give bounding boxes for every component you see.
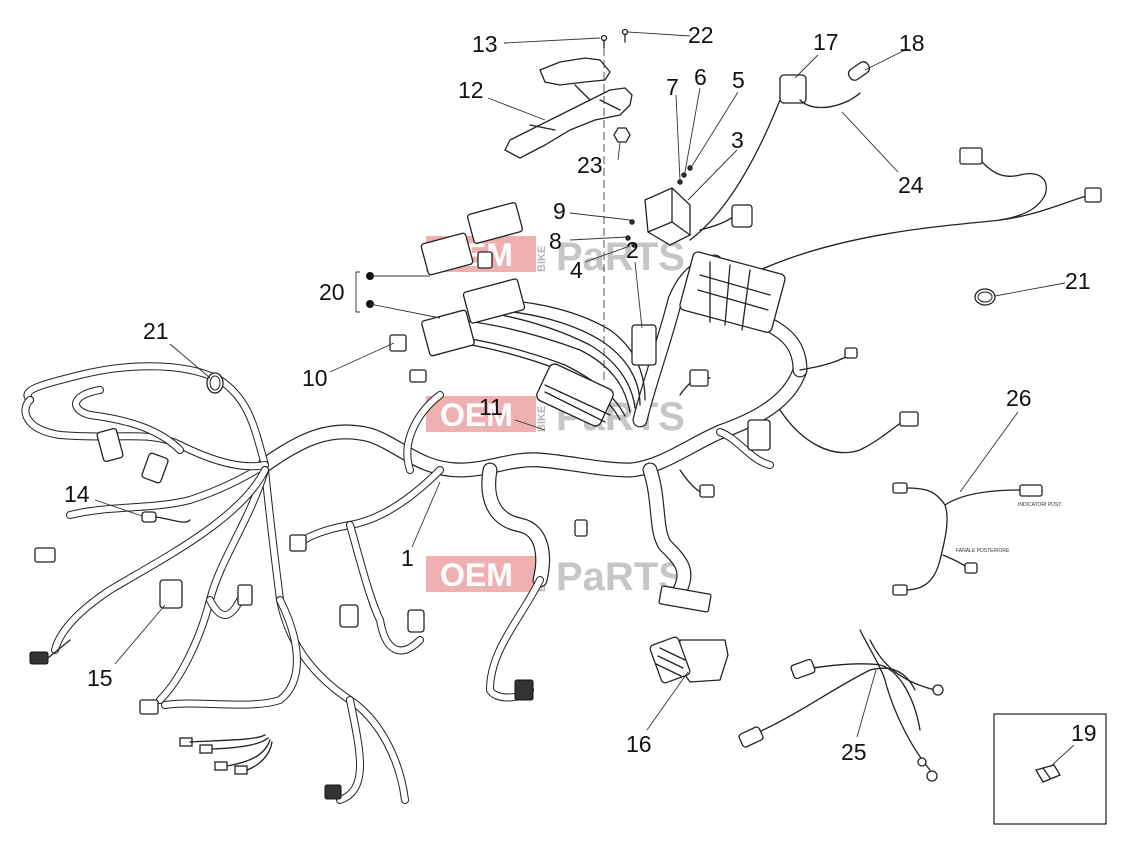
watermark-bike-text: BIKE: [536, 406, 548, 432]
callout-24: 24: [898, 172, 924, 198]
part-26-label-indicators: INDICATORI POST.: [1018, 502, 1062, 508]
callout-12: 12: [458, 77, 484, 103]
part-19-inset: [993, 713, 1107, 825]
watermark-oem-text: OEM: [440, 397, 513, 433]
callout-15: 15: [87, 665, 113, 691]
part-25-sub-harness: [738, 629, 944, 782]
watermark-bottom: OEM BIKE PaRTS: [426, 555, 685, 599]
callout-2: 2: [626, 237, 639, 263]
callout-6: 6: [694, 64, 707, 90]
part-14-sensor: [141, 511, 191, 523]
part-26-label-rear-light: FANALE POSTERIORE: [956, 548, 1010, 554]
callout-13: 13: [472, 31, 498, 57]
callout-18: 18: [899, 30, 925, 56]
part-12-cover-bracket: [504, 57, 633, 159]
watermark-parts-text: PaRTS: [556, 235, 685, 279]
callout-11: 11: [479, 394, 503, 420]
part-17-connector: [779, 74, 807, 104]
callout-21-right: 21: [1065, 268, 1091, 294]
callout-20: 20: [319, 279, 345, 305]
harness-connectors: [29, 147, 1102, 800]
callout-23: 23: [577, 152, 603, 178]
callout-4: 4: [570, 257, 583, 283]
callout-numbers: 1 2 3 4 5 6 7 8 9 10 11 12 13 14 15 16 1…: [64, 22, 1097, 765]
callout-14: 14: [64, 481, 90, 507]
leader-lines: [94, 31, 1075, 768]
callout-5: 5: [732, 67, 745, 93]
clamp-21-right: [974, 288, 996, 306]
watermark-middle: OEM BIKE PaRTS: [426, 395, 685, 439]
callout-22: 22: [688, 22, 714, 48]
callout-25: 25: [841, 739, 867, 765]
watermark-oem-text: OEM: [440, 557, 513, 593]
callout-10: 10: [302, 365, 328, 391]
nut-23: [613, 127, 631, 143]
callout-21-left: 21: [143, 318, 169, 344]
callout-17: 17: [813, 29, 839, 55]
screw-13: [600, 34, 608, 49]
callout-3: 3: [731, 127, 744, 153]
part-24-wire: [799, 92, 861, 109]
part-16-socket: [649, 636, 729, 684]
callout-8: 8: [549, 228, 562, 254]
callout-19: 19: [1071, 720, 1097, 746]
callout-16: 16: [626, 731, 652, 757]
callout-1: 1: [401, 545, 414, 571]
part-18-cap: [847, 61, 871, 81]
callout-9: 9: [553, 198, 566, 224]
screw-22: [621, 28, 629, 43]
part-20-fuse-holders: [355, 202, 526, 357]
clamp-21-left: [206, 372, 224, 394]
main-harness: [21, 99, 1091, 804]
screws-5-6-7: [677, 165, 693, 185]
callout-26: 26: [1006, 385, 1032, 411]
callout-7: 7: [666, 74, 679, 100]
part-26-rear-light-harness: INDICATORI POST. FANALE POSTERIORE: [892, 482, 1062, 596]
watermark-bike-text: BIKE: [536, 246, 548, 272]
part-3-bracket: [644, 187, 691, 246]
